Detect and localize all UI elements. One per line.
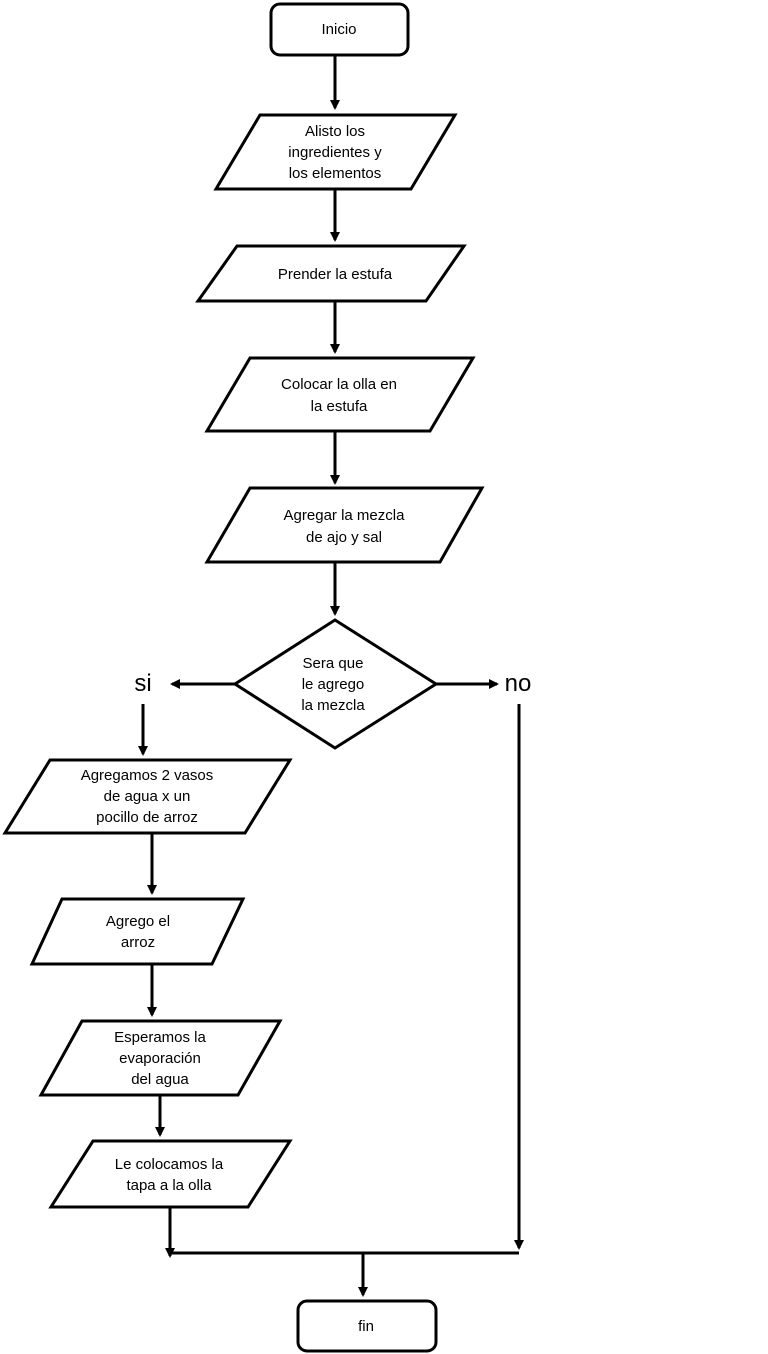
process-step-1-line-3: los elementos (289, 165, 382, 182)
decision-line-1: Sera que (303, 655, 364, 672)
process-step-2-line-1: Prender la estufa (278, 266, 393, 283)
process-step-4-line-1: Agregar la mezcla (284, 507, 406, 524)
yes-step-3-line-2: evaporación (119, 1050, 201, 1067)
process-step-1: Alisto los ingredientes y los elementos (213, 113, 458, 191)
process-step-2: Prender la estufa (195, 244, 467, 303)
yes-step-3-line-1: Esperamos la (114, 1029, 206, 1046)
yes-step-3: Esperamos la evaporación del agua (38, 1019, 283, 1097)
decision-line-3: la mezcla (301, 697, 365, 714)
yes-step-1-line-3: pocillo de arroz (96, 809, 198, 826)
decision-line-2: le agrego (302, 676, 365, 693)
yes-step-1-line-2: de agua x un (104, 788, 191, 805)
start-label: Inicio (321, 21, 356, 38)
yes-step-1-line-1: Agregamos 2 vasos (81, 767, 214, 784)
process-step-4-line-2: de ajo y sal (306, 529, 382, 546)
yes-step-4-line-1: Le colocamos la (115, 1156, 224, 1173)
decision-node: Sera que le agrego la mezcla (232, 618, 439, 750)
process-step-1-line-1: Alisto los (305, 123, 365, 140)
yes-step-1: Agregamos 2 vasos de agua x un pocillo d… (2, 758, 293, 835)
yes-step-4: Le colocamos la tapa a la olla (48, 1139, 293, 1209)
end-node: fin (296, 1299, 438, 1353)
connectors (138, 56, 524, 1297)
branch-no-label: no (505, 670, 532, 697)
start-node: Inicio (269, 2, 410, 57)
branch-yes-label: si (134, 670, 151, 697)
yes-step-2-line-2: arroz (121, 934, 155, 951)
process-step-1-line-2: ingredientes y (288, 144, 382, 161)
end-label: fin (358, 1318, 374, 1335)
process-step-3-line-1: Colocar la olla en (281, 376, 397, 393)
process-step-3-line-2: la estufa (311, 398, 368, 415)
yes-step-2: Agrego el arroz (29, 897, 246, 966)
process-step-3: Colocar la olla en la estufa (204, 356, 476, 433)
yes-step-4-line-2: tapa a la olla (126, 1177, 212, 1194)
process-step-4: Agregar la mezcla de ajo y sal (204, 486, 485, 564)
yes-step-2-line-1: Agrego el (106, 913, 170, 930)
yes-step-3-line-3: del agua (131, 1071, 189, 1088)
